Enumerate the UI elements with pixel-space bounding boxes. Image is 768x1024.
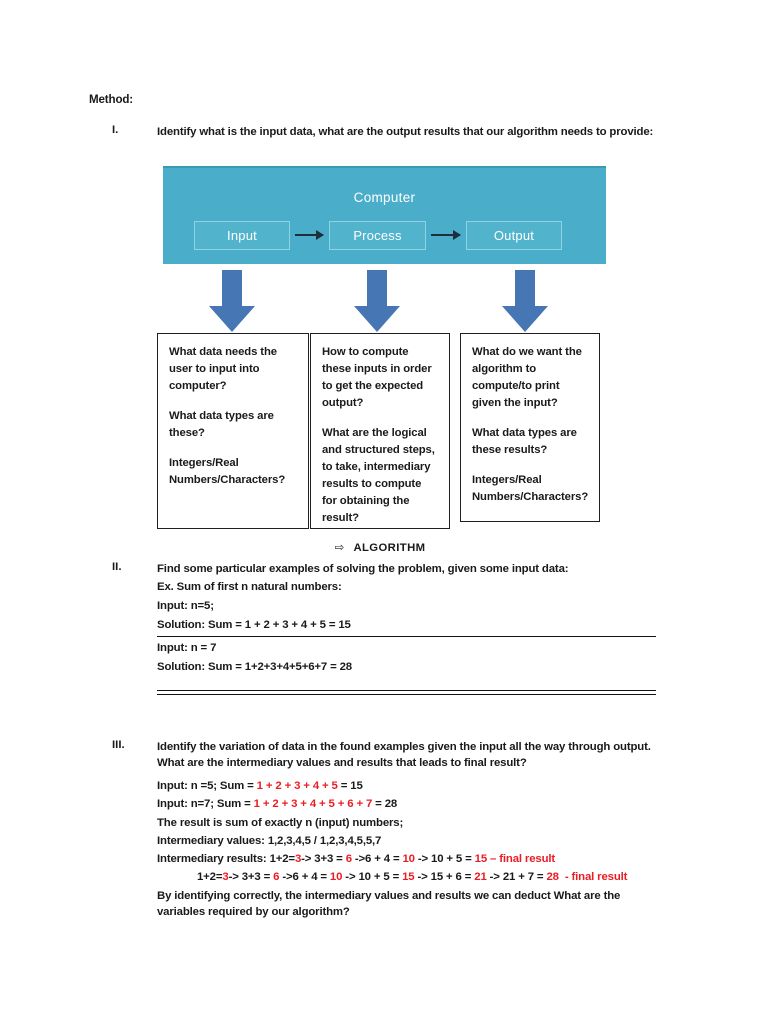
diagram-stage-output: Output [466,221,562,250]
down-arrow-input-icon [209,270,255,332]
info-box-2-para-1: How to compute these inputs in order to … [322,346,432,409]
section-iii-example-2: Input: n=7; Sum = 1 + 2 + 3 + 4 + 5 + 6 … [157,796,397,812]
section-numeral-i: I. [112,124,119,136]
section-iii-example-1: Input: n =5; Sum = 1 + 2 + 3 + 4 + 5 = 1… [157,778,363,794]
info-box-output: What do we want the algorithm to compute… [460,333,600,522]
row2-spans-segment-11: 28 - final result [546,871,628,883]
page-title: Method: [89,93,134,106]
arrow-process-to-output-icon [431,230,461,240]
diagram-stage-process: Process [329,221,426,250]
row2-spans-segment-5: 10 [329,871,343,883]
section-iii-intro: Identify the variation of data in the fo… [157,741,651,770]
right-arrow-glyph-icon: ⇨ [334,542,345,554]
example-2-prefix: Input: n=7; Sum = [157,798,254,810]
info-box-2-para-2: What are the logical and structured step… [322,427,435,524]
row2-spans-segment-6: -> 10 + 5 = [342,871,403,883]
info-box-1-para-2: What data types are these? [169,410,274,439]
info-box-1-para-1: What data needs the user to input into c… [169,346,277,392]
info-box-3-para-3: Integers/Real Numbers/Characters? [472,474,589,503]
example-1-red: 1 + 2 + 3 + 4 + 5 [256,780,338,792]
section-ii-line-2: Ex. Sum of first n natural numbers: [157,581,342,593]
section-numeral-iii: III. [112,739,125,751]
section-numeral-ii: II. [112,561,122,573]
diagram-stage-input: Input [194,221,290,250]
section-ii-line-4: Solution: Sum = 1 + 2 + 3 + 4 + 5 = 15 [157,619,351,631]
row1-spans-segment-2: -> 3+3 = [301,853,346,865]
intermediary-values-label: Intermediary values: [157,835,268,847]
row2-spans-segment-4: ->6 + 4 = [279,871,330,883]
info-box-1-para-3: Integers/Real Numbers/Characters? [169,457,286,486]
down-arrow-output-icon [502,270,548,332]
section-iii-result-note: The result is sum of exactly n (input) n… [157,817,404,829]
section-ii-boxed-line-1: Input: n = 7 [157,642,217,654]
divider-bottom-upper [157,690,656,691]
example-1-prefix: Input: n =5; Sum = [157,780,257,792]
section-i-text: Identify what is the input data, what ar… [157,126,654,138]
down-arrow-process-icon [354,270,400,332]
intermediary-results-row-1-spans: 1+2=3-> 3+3 = 6 ->6 + 4 = 10 -> 10 + 5 =… [269,853,556,865]
row1-spans-segment-1: 3 [294,853,302,865]
info-box-process: How to compute these inputs in order to … [310,333,450,554]
row1-spans-segment-5: 10 [402,853,415,865]
diagram-title: Computer [353,190,416,205]
row1-spans-segment-6: -> 10 + 5 = [414,853,475,865]
row2-spans-segment-2: -> 3+3 = [228,871,274,883]
intermediary-results-row-2-spans: 1+2=3-> 3+3 = 6 ->6 + 4 = 10 -> 10 + 5 =… [197,871,627,883]
row2-spans-segment-0: 1+2= [197,871,223,883]
divider-bottom-lower [157,694,656,695]
row1-spans-segment-3: 6 [345,853,352,865]
example-1-suffix: = 15 [337,780,363,792]
example-2-suffix: = 28 [372,798,398,810]
section-iii-closing: By identifying correctly, the intermedia… [157,890,621,919]
example-2-red: 1 + 2 + 3 + 4 + 5 + 6 + 7 [253,798,373,810]
row1-spans-segment-7: 15 – final result [474,853,556,865]
row2-spans-segment-8: -> 15 + 6 = [414,871,475,883]
info-box-3-para-1: What do we want the algorithm to compute… [472,346,582,409]
row2-spans-segment-7: 15 [402,871,415,883]
section-iii-intermediary-results-row-2: 1+2=3-> 3+3 = 6 ->6 + 4 = 10 -> 10 + 5 =… [157,869,627,885]
intermediary-results-label: Intermediary results: [157,853,270,865]
section-iii-intermediary-results-row-1: Intermediary results: 1+2=3-> 3+3 = 6 ->… [157,851,555,867]
section-ii-line-1: Find some particular examples of solving… [157,563,569,575]
section-ii-line-3: Input: n=5; [157,600,214,612]
row2-spans-segment-3: 6 [273,871,280,883]
algorithm-callout: ⇨ ALGORITHM [322,540,438,557]
section-iii-intermediary-values: Intermediary values: 1,2,3,4,5 / 1,2,3,4… [157,833,381,849]
intermediary-values-value: 1,2,3,4,5 / 1,2,3,4,5,5,7 [267,835,382,847]
row1-spans-segment-4: ->6 + 4 = [351,853,403,865]
row2-spans-segment-9: 21 [474,871,487,883]
row2-spans-segment-1: 3 [222,871,229,883]
info-box-3-para-2: What data types are these results? [472,427,577,456]
info-box-input: What data needs the user to input into c… [157,333,309,529]
algorithm-label: ALGORITHM [353,542,426,554]
computer-diagram: Computer Input Process Output [163,166,606,264]
row1-spans-segment-0: 1+2= [269,853,296,865]
divider-top [157,636,656,637]
row2-spans-segment-10: -> 21 + 7 = [486,871,547,883]
arrow-input-to-process-icon [295,230,324,240]
section-ii-boxed-line-2: Solution: Sum = 1+2+3+4+5+6+7 = 28 [157,661,352,673]
